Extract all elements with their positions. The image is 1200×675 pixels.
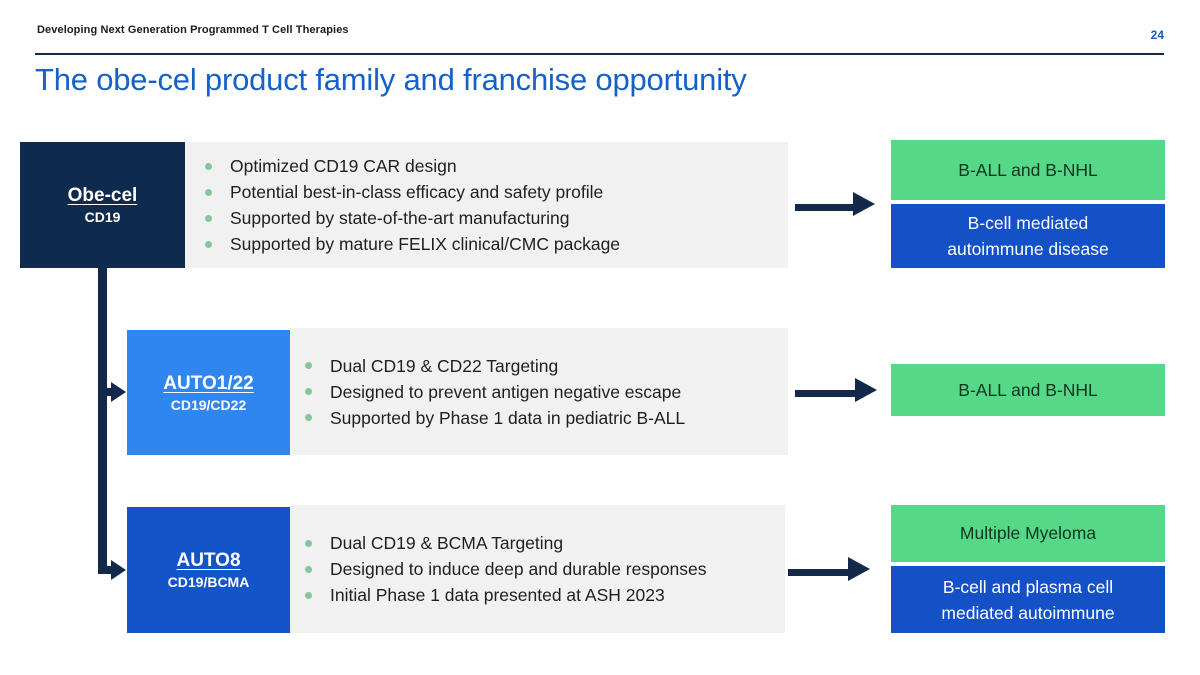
slide-eyebrow: Developing Next Generation Programmed T … (37, 24, 349, 36)
product-target: CD19/BCMA (167, 574, 250, 590)
branch-arrow-head (111, 560, 126, 580)
product-box-obe-cel: Obe-cel CD19 (20, 142, 185, 268)
branch-arrow-icon (98, 560, 128, 580)
bullet-text: Dual CD19 & CD22 Targeting (330, 355, 559, 376)
bullet-panel-obe-cel: Optimized CD19 CAR design Potential best… (185, 142, 788, 268)
flow-arrow-icon (795, 192, 875, 220)
bullet-item: Designed to prevent antigen negative esc… (305, 379, 788, 405)
product-name: AUTO1/22 (163, 372, 254, 394)
bullet-dot-icon (205, 162, 212, 170)
indication-box-oncology: Multiple Myeloma (891, 505, 1165, 562)
branch-arrow-bar (98, 388, 111, 396)
page-number: 24 (1150, 28, 1164, 42)
product-name: Obe-cel (67, 185, 138, 206)
header-divider (35, 53, 1164, 55)
bullet-panel-auto8: Dual CD19 & BCMA Targeting Designed to i… (290, 505, 785, 633)
bullet-item: Dual CD19 & CD22 Targeting (305, 353, 788, 379)
bullet-dot-icon (205, 214, 212, 222)
flow-arrow-bar (788, 569, 848, 576)
bullet-item: Initial Phase 1 data presented at ASH 20… (305, 582, 785, 608)
flow-arrow-head (848, 557, 870, 581)
flow-arrow-icon (788, 557, 870, 585)
bullet-dot-icon (205, 188, 212, 196)
bullet-item: Supported by mature FELIX clinical/CMC p… (205, 231, 788, 257)
bullet-text: Dual CD19 & BCMA Targeting (330, 533, 564, 553)
product-box-auto1-22: AUTO1/22 CD19/CD22 (127, 330, 290, 455)
indication-box-autoimmune: B-cell and plasma cell mediated autoimmu… (891, 566, 1165, 633)
bullet-item: Supported by state-of-the-art manufactur… (205, 205, 788, 231)
bullet-text: Designed to induce deep and durable resp… (330, 559, 707, 579)
bullet-text: Supported by Phase 1 data in pediatric B… (330, 407, 686, 428)
slide-title: The obe-cel product family and franchise… (35, 62, 747, 97)
product-box-auto8: AUTO8 CD19/BCMA (127, 507, 290, 633)
bullet-dot-icon (305, 414, 312, 421)
bullet-dot-icon (305, 539, 312, 547)
flow-arrow-icon (795, 378, 877, 406)
branch-arrow-bar (98, 566, 111, 574)
bullet-item: Designed to induce deep and durable resp… (305, 556, 785, 582)
product-name: AUTO8 (176, 550, 241, 571)
indication-box-oncology: B-ALL and B-NHL (891, 140, 1165, 200)
branch-arrow-icon (98, 382, 128, 402)
bullet-panel-auto1-22: Dual CD19 & CD22 Targeting Designed to p… (290, 328, 788, 455)
branch-arrow-head (111, 382, 126, 402)
bullet-item: Potential best-in-class efficacy and saf… (205, 179, 788, 205)
bullet-text: Supported by state-of-the-art manufactur… (230, 208, 570, 228)
bullet-dot-icon (305, 565, 312, 573)
bullet-dot-icon (205, 240, 212, 248)
product-target: CD19/CD22 (170, 396, 247, 413)
bullet-text: Potential best-in-class efficacy and saf… (230, 182, 604, 202)
flow-arrow-bar (795, 390, 855, 397)
flow-arrow-bar (795, 204, 853, 211)
product-target: CD19 (84, 209, 121, 225)
bullet-text: Initial Phase 1 data presented at ASH 20… (330, 585, 665, 605)
connector-line (98, 268, 107, 574)
bullet-dot-icon (305, 388, 312, 395)
bullet-dot-icon (305, 591, 312, 599)
indication-box-oncology: B-ALL and B-NHL (891, 364, 1165, 416)
bullet-item: Supported by Phase 1 data in pediatric B… (305, 405, 788, 431)
indication-box-autoimmune: B-cell mediated autoimmune disease (891, 204, 1165, 268)
flow-arrow-head (855, 378, 877, 402)
bullet-item: Optimized CD19 CAR design (205, 153, 788, 179)
flow-arrow-head (853, 192, 875, 216)
bullet-text: Designed to prevent antigen negative esc… (330, 381, 682, 402)
bullet-text: Optimized CD19 CAR design (230, 156, 457, 176)
bullet-dot-icon (305, 362, 312, 369)
bullet-item: Dual CD19 & BCMA Targeting (305, 530, 785, 556)
bullet-text: Supported by mature FELIX clinical/CMC p… (230, 234, 621, 254)
